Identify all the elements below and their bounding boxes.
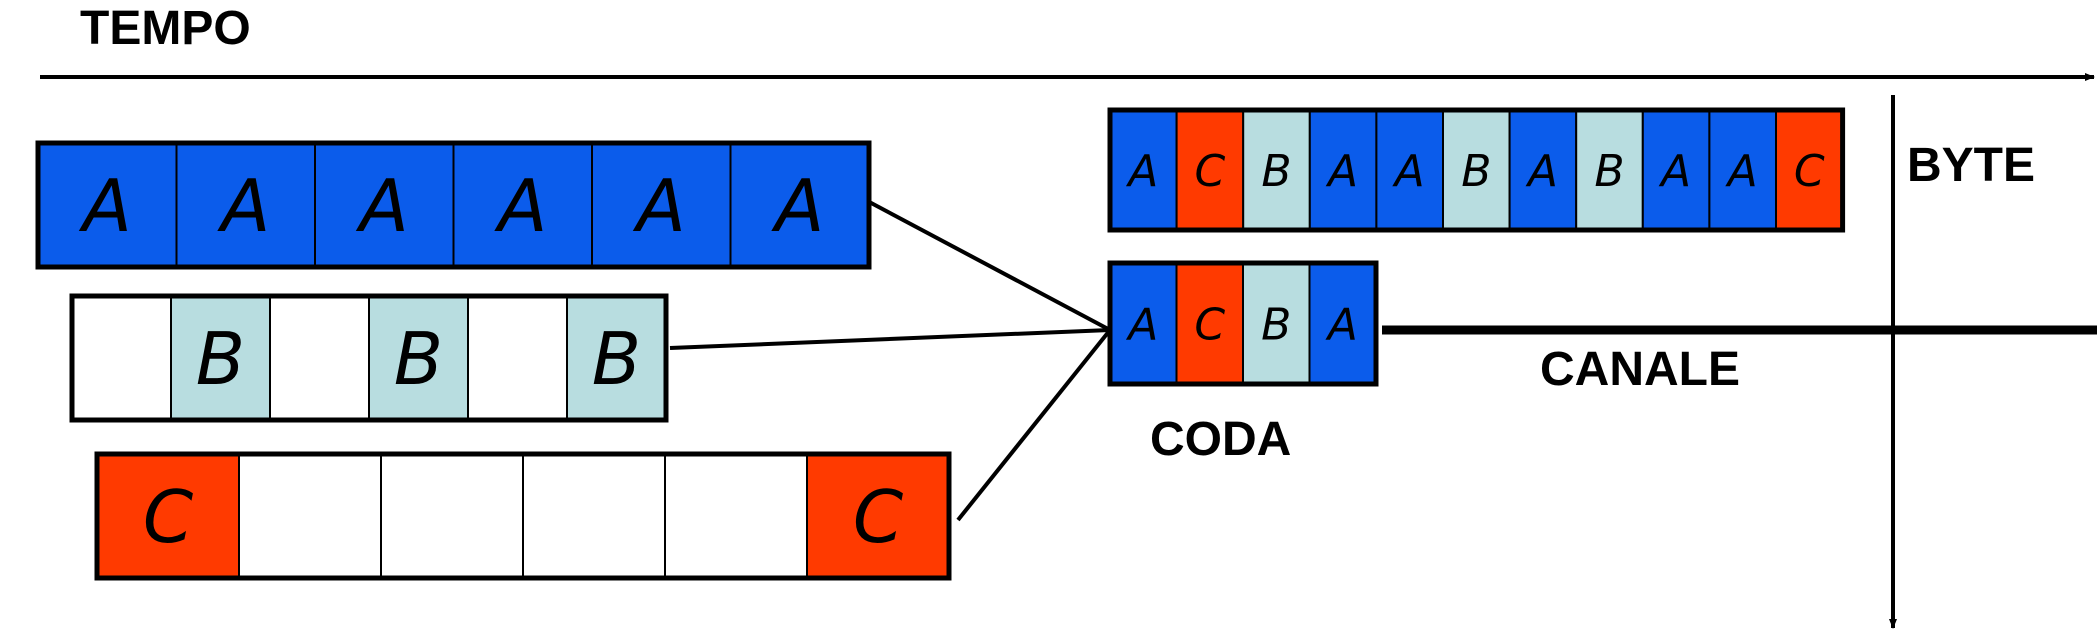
stream-b-cell: [566, 295, 667, 421]
output-cell-letter: A: [1325, 146, 1358, 197]
stream-c-cell: [380, 453, 524, 579]
stream-a-cell-letter: A: [494, 164, 547, 248]
output-cell-letter: B: [1594, 146, 1624, 197]
output-cell-letter: A: [1658, 146, 1691, 197]
output-cell: [1708, 109, 1778, 231]
output-cell: [1575, 109, 1644, 231]
queue-cell-letter: A: [1125, 299, 1158, 350]
channel-label: CANALE: [1540, 343, 1740, 396]
connector-stream-c: [956, 328, 1112, 522]
output-cell: [1242, 109, 1311, 231]
stream-a-cell: [314, 142, 455, 268]
stream-b-cell-letter: B: [394, 317, 443, 401]
output-border: [1107, 107, 1846, 233]
output-cell-letter: B: [1461, 146, 1491, 197]
stream-b-cell: [467, 295, 568, 421]
queue-cell: [1242, 262, 1311, 385]
stream-a-cell-letter: A: [356, 164, 409, 248]
queue-cell-letter: A: [1325, 299, 1358, 350]
time-axis-label: TEMPO: [80, 2, 251, 55]
byte-axis-label: BYTE: [1907, 139, 2035, 192]
connector-stream-a: [857, 194, 1111, 332]
stream-c-cell-letter: C: [143, 475, 194, 559]
stream-c-cell-letter: C: [853, 475, 904, 559]
stream-b-cell-letter: B: [592, 317, 641, 401]
output-cell-letter: A: [1392, 146, 1425, 197]
output-cell-letter: A: [1725, 146, 1758, 197]
stream-b-cell: [71, 295, 172, 421]
stream-b-cell-letter: B: [196, 317, 245, 401]
queue-cell-letter: C: [1194, 299, 1225, 350]
output-cell-letter: C: [1195, 146, 1226, 197]
connector-stream-b: [669, 328, 1111, 350]
stream-a-cell: [37, 142, 178, 268]
output-cell: [1442, 109, 1511, 231]
stream-b-cell: [170, 295, 271, 421]
output-cell-letter: A: [1125, 146, 1158, 197]
stream-a-cell-letter: A: [79, 164, 132, 248]
queue-cell-letter: B: [1261, 299, 1291, 350]
stream-a-cell-letter: A: [633, 164, 686, 248]
output-cell: [1775, 109, 1844, 231]
stream-c-border: [94, 451, 952, 581]
stream-b-cell: [269, 295, 370, 421]
output-cell-letter: A: [1525, 146, 1558, 197]
stream-c-cell: [238, 453, 382, 579]
output-cell: [1308, 109, 1378, 231]
stream-c-cell: [806, 453, 950, 579]
output-cell-letter: C: [1794, 146, 1825, 197]
queue-cell: [1175, 262, 1244, 385]
stream-c-cell: [664, 453, 808, 579]
stream-c-cell: [96, 453, 240, 579]
stream-a-cell-letter: A: [771, 164, 824, 248]
stream-a-border: [35, 140, 872, 270]
stream-b-border: [69, 293, 669, 423]
output-cell-letter: B: [1261, 146, 1291, 197]
stream-a-cell-letter: A: [217, 164, 270, 248]
stream-c-cell: [522, 453, 666, 579]
queue-border: [1107, 260, 1379, 387]
queue-label: CODA: [1150, 413, 1291, 466]
output-cell: [1175, 109, 1245, 231]
